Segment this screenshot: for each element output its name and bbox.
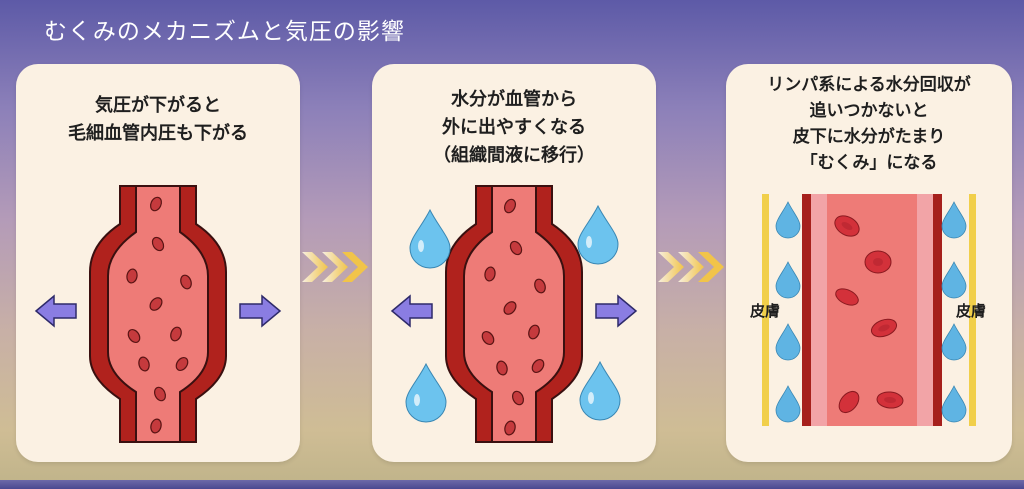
blood-cell-icon (484, 266, 496, 282)
water-drop-icon (775, 201, 801, 239)
skin-label-left: 皮膚 (750, 302, 781, 320)
caption-line: 毛細血管内圧も下がる (68, 123, 248, 144)
blood-cell-icon (150, 418, 162, 434)
blood-cell-icon (531, 358, 545, 374)
blood-cell-icon (126, 268, 138, 284)
vessel-wall-right (933, 194, 942, 426)
blood-cell-icon (509, 240, 523, 256)
blood-cell-icon (149, 297, 163, 311)
bottom-strip (0, 480, 1024, 489)
blood-vessel-icon (445, 185, 583, 443)
arrow-left-icon (34, 294, 77, 328)
blood-cell-icon (138, 356, 150, 372)
caption-line: 皮下に水分がたまり (792, 127, 946, 147)
caption-line: 外に出やすくなる (442, 117, 586, 138)
step-3-caption: リンパ系による水分回収が 追いつかないと 皮下に水分がたまり 「むくみ」になる (726, 72, 1012, 176)
blood-cell-icon (528, 324, 540, 340)
blood-cell-icon (503, 198, 517, 214)
caption-line: 水分が血管から (451, 89, 577, 110)
blood-cell-icon (835, 288, 859, 306)
blood-cell-icon (151, 236, 165, 252)
skin-label-right: 皮膚 (956, 302, 987, 320)
step-2-caption: 水分が血管から 外に出やすくなる （組織間液に移行） (372, 86, 656, 170)
water-drop-icon (775, 261, 801, 299)
arrow-right-icon (595, 294, 638, 328)
arrow-right-icon (239, 294, 282, 328)
water-drop-icon (941, 323, 967, 361)
blood-cell-icon (127, 328, 141, 344)
chevron-right-icon (658, 252, 724, 282)
blood-cell-icon (503, 301, 517, 315)
water-drop-icon (409, 208, 451, 269)
water-drop-icon (579, 360, 621, 421)
step-panel-3: リンパ系による水分回収が 追いつかないと 皮下に水分がたまり 「むくみ」になる (726, 64, 1012, 462)
vessel-wall-left (802, 194, 811, 426)
blood-cell-icon (175, 356, 189, 372)
blood-cell-icon (481, 330, 495, 346)
caption-line: 「むくみ」になる (800, 153, 938, 173)
water-drop-icon (775, 385, 801, 423)
blood-cell-icon (180, 274, 192, 290)
water-drop-icon (775, 323, 801, 361)
page-title: むくみのメカニズムと気圧の影響 (44, 19, 405, 45)
step-panel-2: 水分が血管から 外に出やすくなる （組織間液に移行） (372, 64, 656, 462)
step-panel-1: 気圧が下がると 毛細血管内圧も下がる (16, 64, 300, 462)
skin-line-right (969, 194, 976, 426)
water-drop-icon (577, 204, 619, 265)
arrow-left-icon (390, 294, 433, 328)
vessel-diagram (34, 185, 282, 443)
blood-cell-icon (149, 196, 163, 212)
blood-cell-icon (504, 420, 516, 436)
water-drop-icon (941, 201, 967, 239)
chevron-right-icon (302, 252, 368, 282)
blood-cell-icon (170, 326, 182, 342)
water-drop-icon (941, 385, 967, 423)
blood-vessel-icon (89, 185, 227, 443)
water-drop-icon (941, 261, 967, 299)
caption-line: （組織間液に移行） (433, 145, 595, 166)
blood-cell-icon (511, 390, 525, 406)
blood-cell-icon (838, 390, 860, 414)
water-drop-icon (405, 362, 447, 423)
caption-line: 気圧が下がると (95, 95, 221, 116)
blood-cell-icon (534, 278, 546, 294)
vessel-diagram (390, 185, 638, 443)
blood-cell-icon (496, 360, 508, 376)
skin-line-left (762, 194, 769, 426)
caption-line: リンパ系による水分回収が (767, 75, 971, 95)
blood-cell-icon (153, 386, 167, 402)
caption-line: 追いつかないと (809, 101, 929, 121)
step-1-caption: 気圧が下がると 毛細血管内圧も下がる (16, 92, 300, 148)
tissue-diagram (762, 194, 976, 426)
